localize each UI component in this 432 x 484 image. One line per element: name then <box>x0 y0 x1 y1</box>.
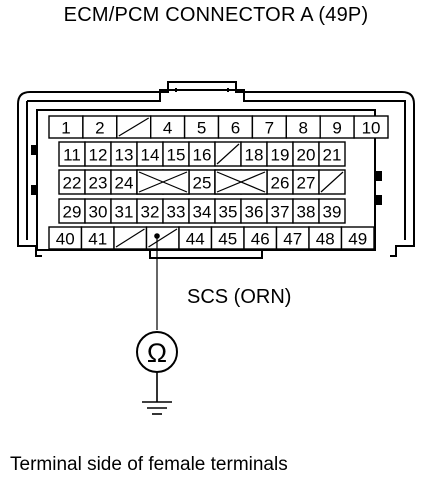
terminal-label: 19 <box>271 146 290 165</box>
terminal-label: 6 <box>231 119 240 138</box>
terminal-label: 23 <box>89 174 108 193</box>
terminal-label: 24 <box>115 174 134 193</box>
terminal-label: 45 <box>218 230 237 249</box>
terminal-label: 33 <box>167 203 186 222</box>
terminal-label: 10 <box>362 119 381 138</box>
terminal-label: 7 <box>265 119 274 138</box>
blank-slash <box>115 228 145 248</box>
terminal-10 <box>353 115 389 139</box>
blank-slash <box>320 171 344 193</box>
terminal-label: 47 <box>283 230 302 249</box>
blank-cross <box>216 171 266 193</box>
diagram-title: ECM/PCM CONNECTOR A (49P) <box>63 4 369 26</box>
terminal-label: 8 <box>299 119 308 138</box>
terminal-label: 48 <box>316 230 335 249</box>
terminal-label: 11 <box>63 146 81 165</box>
terminal-label: 18 <box>245 146 264 165</box>
terminal-23 <box>84 169 112 195</box>
terminal-label: 20 <box>297 146 316 165</box>
terminal-label: 25 <box>193 174 212 193</box>
connector-housing <box>17 81 415 259</box>
terminal-22 <box>58 169 86 195</box>
blank-slash <box>216 143 240 165</box>
diagram-caption: Terminal side of female terminals <box>10 454 288 475</box>
terminal-19 <box>266 141 294 167</box>
terminal-label: 36 <box>245 203 264 222</box>
terminal-36 <box>240 198 268 224</box>
terminal-label: 32 <box>141 203 160 222</box>
terminal-label: 13 <box>115 146 134 165</box>
terminal-27 <box>292 169 320 195</box>
terminal-label: 31 <box>115 203 134 222</box>
terminal-label: 39 <box>323 203 342 222</box>
terminal-30 <box>84 198 112 224</box>
terminal-38 <box>292 198 320 224</box>
ohmmeter-icon: Ω <box>136 331 178 373</box>
terminal-label: 21 <box>323 146 342 165</box>
terminal-label: 49 <box>348 230 367 249</box>
terminal-label: 44 <box>186 230 205 249</box>
blank-slash <box>118 117 150 137</box>
blank-cross <box>138 171 188 193</box>
terminal-label: 40 <box>56 230 75 249</box>
terminal-label: 30 <box>89 203 108 222</box>
terminal-label: 5 <box>197 119 206 138</box>
terminal-label: 1 <box>61 119 70 138</box>
terminal-label: 29 <box>63 203 82 222</box>
terminal-15 <box>162 141 190 167</box>
terminal-label: 15 <box>167 146 186 165</box>
probe-wire <box>154 233 160 330</box>
terminal-label: 12 <box>89 146 108 165</box>
terminal-label: 34 <box>193 203 212 222</box>
terminal-13 <box>110 141 138 167</box>
terminal-label: 16 <box>193 146 212 165</box>
terminal-21 <box>318 141 346 167</box>
terminal-39 <box>318 198 346 224</box>
terminal-label: 22 <box>63 174 82 193</box>
terminal-label: 4 <box>163 119 172 138</box>
terminal-label: 14 <box>141 146 160 165</box>
terminal-label: 9 <box>332 119 341 138</box>
terminal-label: 41 <box>88 230 107 249</box>
terminal-14 <box>136 141 164 167</box>
terminal-label: 37 <box>271 203 290 222</box>
blank-slash <box>148 228 178 248</box>
terminal-34 <box>188 198 216 224</box>
terminal-32 <box>136 198 164 224</box>
terminal-label: 46 <box>251 230 270 249</box>
terminal-49 <box>340 226 375 250</box>
terminal-label: 38 <box>297 203 316 222</box>
probe-label: SCS (ORN) <box>187 286 291 308</box>
terminal-26 <box>266 169 294 195</box>
terminal-label: 2 <box>95 119 104 138</box>
ohm-symbol: Ω <box>147 338 167 368</box>
terminal-label: 35 <box>219 203 238 222</box>
terminal-16 <box>188 141 216 167</box>
terminal-label: 27 <box>297 174 316 193</box>
ground-icon <box>142 372 172 415</box>
terminal-label: 26 <box>271 174 290 193</box>
